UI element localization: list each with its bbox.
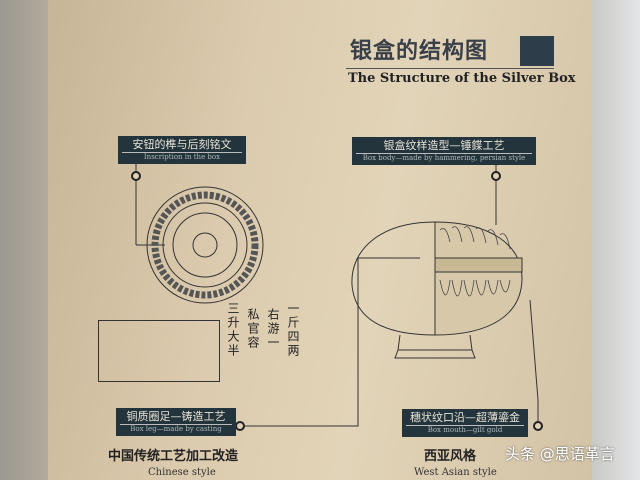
marker-dot (533, 421, 543, 431)
wall-left (0, 0, 48, 480)
caption-west-zh: 西亚风格 (424, 449, 477, 464)
label-inscription-en: Inscription in the box (143, 153, 221, 161)
wall-right (592, 0, 640, 480)
caption-chinese-zh: 中国传统工艺加工改造 (108, 449, 239, 464)
inscription-col-3: 私官容 (246, 308, 260, 350)
label-body-zh: 银盒纹样造型—锤鍱工艺 (356, 139, 532, 154)
label-mouth-en: Box mouth—gilt gold (427, 426, 503, 434)
label-leg-en: Box leg—made by casting (130, 425, 222, 433)
marker-dot (491, 171, 501, 181)
inscription-col-1: 一斤四两 (286, 302, 300, 358)
title-english: The Structure of the Silver Box (348, 71, 576, 86)
caption-chinese-en: Chinese style (148, 467, 216, 478)
title-decor-square (520, 36, 554, 66)
label-mouth: 穗状纹口沿—超薄鎏金 Box mouth—gilt gold (402, 409, 528, 437)
inscription-col-4: 三升大半 (226, 302, 240, 358)
title-chinese: 银盒的结构图 (350, 38, 489, 64)
inscription-rubbing-box (98, 320, 220, 382)
title-divider (346, 68, 554, 69)
label-body: 银盒纹样造型—锤鍱工艺 Box body—made by hammering, … (352, 137, 536, 165)
label-leg: 铜质圈足—铸造工艺 Box leg—made by casting (116, 408, 236, 436)
label-mouth-zh: 穗状纹口沿—超薄鎏金 (406, 411, 524, 426)
watermark: 头条 @思语革言 (505, 445, 615, 463)
inscription-col-2: 右游一 (266, 308, 280, 350)
box-side-view (351, 221, 523, 359)
label-body-en: Box body—made by hammering, persian styl… (362, 154, 526, 162)
petal-pattern (439, 226, 511, 297)
label-inscription-zh: 安钮的榫与后刻铭文 (122, 138, 242, 153)
marker-dot (235, 421, 245, 431)
label-leg-zh: 铜质圈足—铸造工艺 (120, 410, 232, 425)
lid-top-view (146, 186, 264, 304)
label-inscription: 安钮的榫与后刻铭文 Inscription in the box (118, 136, 246, 164)
caption-west-en: West Asian style (414, 467, 497, 478)
marker-dot (131, 171, 141, 181)
connector-lines (135, 160, 539, 427)
